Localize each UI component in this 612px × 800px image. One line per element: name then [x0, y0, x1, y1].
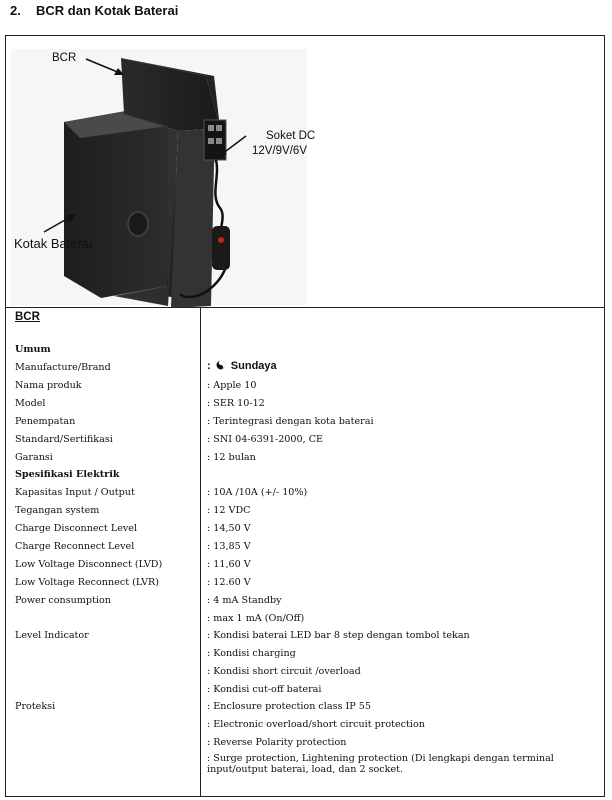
value-level-short: : Kondisi short circuit /overload — [207, 666, 361, 677]
callout-socket-line1: Soket DC — [266, 130, 316, 142]
label-lvr: Low Voltage Reconnect (LVR) — [15, 577, 159, 588]
label-warranty: Garansi — [15, 452, 53, 463]
value-power-standby: : 4 mA Standby — [207, 595, 282, 606]
value-placement: : Terintegrasi dengan kota baterai — [207, 416, 374, 427]
value-power-onoff: : max 1 mA (On/Off) — [207, 613, 305, 624]
label-placement: Penempatan — [15, 416, 76, 427]
elektrik-header: Spesifikasi Elektrik — [15, 469, 120, 480]
brand-name: Sundaya — [230, 360, 277, 372]
label-lvd: Low Voltage Disconnect (LVD) — [15, 559, 163, 570]
value-capacity: : 10A /10A (+/- 10%) — [207, 487, 308, 498]
label-level-indicator: Level Indicator — [15, 630, 89, 641]
value-voltage: : 12 VDC — [207, 505, 251, 516]
umum-header: Umum — [15, 344, 51, 355]
label-voltage: Tegangan system — [15, 505, 100, 516]
label-standard: Standard/Sertifikasi — [15, 434, 113, 445]
label-brand: Manufacture/Brand — [15, 362, 111, 373]
label-capacity: Kapasitas Input / Output — [15, 487, 135, 498]
value-model: : SER 10-12 — [207, 398, 265, 409]
value-warranty: : 12 bulan — [207, 452, 256, 463]
label-charge-disconnect: Charge Disconnect Level — [15, 523, 138, 534]
value-protect-ip55: : Enclosure protection class IP 55 — [207, 701, 371, 712]
callout-battery-box: Kotak Baterai — [14, 236, 93, 251]
value-protect-polarity: : Reverse Polarity protection — [207, 737, 347, 748]
value-protect-surge: : Surge protection, Lightening protectio… — [207, 753, 554, 775]
callout-socket-line2: 12V/9V/6V — [252, 145, 307, 157]
value-protect-overload: : Electronic overload/short circuit prot… — [207, 719, 425, 730]
label-protection: Proteksi — [15, 701, 56, 712]
brand-value: : Sundaya — [207, 360, 277, 372]
value-level-cutoff: : Kondisi cut-off baterai — [207, 684, 322, 695]
value-product-name: : Apple 10 — [207, 380, 257, 391]
label-product-name: Nama produk — [15, 380, 82, 391]
column-divider — [200, 307, 201, 797]
product-photo — [11, 49, 307, 308]
value-lvr: : 12.60 V — [207, 577, 251, 588]
label-power-consumption: Power consumption — [15, 595, 111, 606]
product-photo-cell: BCR Soket DC 12V/9V/6V Kotak Baterai — [6, 36, 604, 308]
spec-table: BCR Soket DC 12V/9V/6V Kotak Baterai BCR… — [5, 35, 605, 797]
section-heading: 2. BCR dan Kotak Baterai — [10, 3, 178, 18]
value-lvd: : 11,60 V — [207, 559, 251, 570]
spec-section-title: BCR — [15, 311, 40, 323]
value-charge-disconnect: : 14,50 V — [207, 523, 251, 534]
value-level-led: : Kondisi baterai LED bar 8 step dengan … — [207, 630, 470, 641]
sundaya-logo-icon — [216, 360, 226, 370]
value-level-charging: : Kondisi charging — [207, 648, 296, 659]
callout-bcr: BCR — [52, 52, 77, 64]
value-standard: : SNI 04-6391-2000, CE — [207, 434, 324, 445]
label-model: Model — [15, 398, 46, 409]
brand-colon: : — [207, 360, 211, 372]
section-number: 2. — [10, 3, 21, 18]
section-title: BCR dan Kotak Baterai — [36, 3, 179, 18]
value-charge-reconnect: : 13,85 V — [207, 541, 251, 552]
label-charge-reconnect: Charge Reconnect Level — [15, 541, 135, 552]
